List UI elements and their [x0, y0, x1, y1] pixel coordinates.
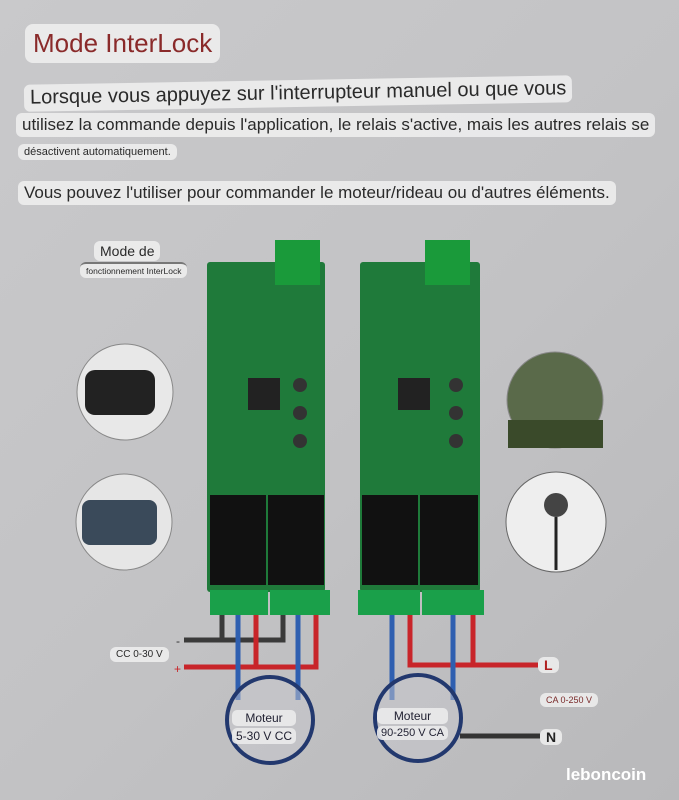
plus-sign: + — [174, 662, 181, 676]
relay-board-right — [358, 240, 484, 615]
motor-photo-2 — [75, 473, 173, 571]
description-line-4: Vous pouvez l'utiliser pour commander le… — [18, 181, 616, 205]
motor-spec: 90-250 V CA — [377, 726, 448, 740]
page-title: Mode InterLock — [25, 24, 221, 63]
watermark-logo: leboncoin — [566, 765, 647, 784]
relay-board-left — [207, 240, 330, 615]
mode-label: Mode de — [94, 241, 161, 261]
motor-spec: 5-30 V CC — [232, 728, 297, 744]
ac-motor-label: Moteur 90-250 V CA — [377, 706, 448, 742]
live-terminal-label: L — [538, 657, 559, 673]
motor-title: Moteur — [232, 710, 297, 726]
dc-motor-label: Moteur 5-30 V CC — [232, 708, 297, 746]
dc-supply-label: CC 0-30 V — [110, 647, 169, 662]
motor-photo-1 — [76, 343, 174, 441]
minus-sign: - — [176, 634, 180, 648]
fan-photo — [505, 471, 607, 573]
description-line-2: utilisez la commande depuis l'applicatio… — [16, 113, 656, 137]
motor-title: Moteur — [377, 708, 448, 724]
ac-supply-label: CA 0-250 V — [540, 693, 599, 707]
neutral-terminal-label: N — [540, 729, 563, 745]
mode-sublabel: fonctionnement InterLock — [80, 262, 188, 278]
sprinkler-photo — [506, 351, 604, 449]
description-line-3: désactivent automatiquement. — [18, 144, 177, 160]
